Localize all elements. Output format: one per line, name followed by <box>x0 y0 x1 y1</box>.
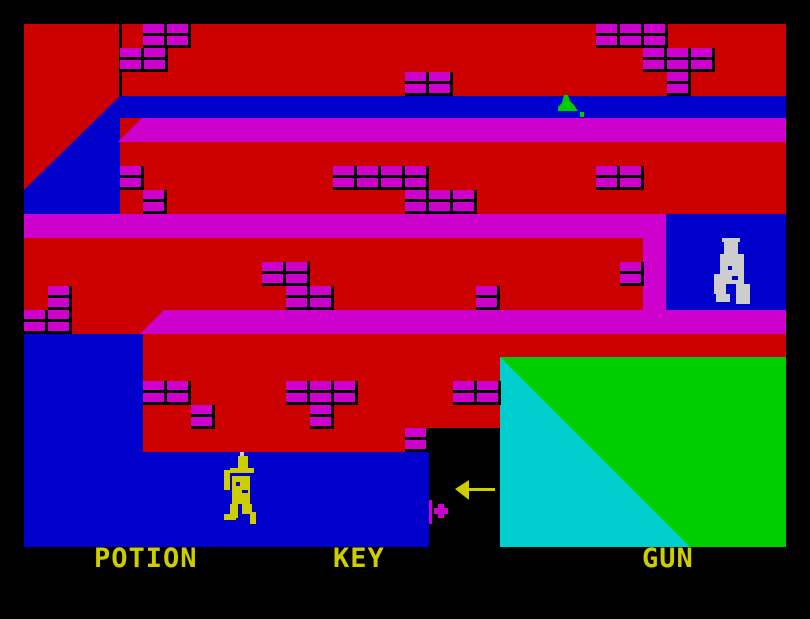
brick <box>143 190 167 214</box>
brick <box>453 381 501 405</box>
brick <box>405 190 477 214</box>
brick <box>596 24 668 48</box>
brick <box>24 310 72 334</box>
brick <box>48 286 72 310</box>
brick <box>120 166 144 190</box>
left-blue-wall <box>24 334 143 547</box>
lower-ledge <box>166 310 786 334</box>
brick <box>620 262 644 286</box>
brick <box>405 428 429 452</box>
ledge-corner <box>140 310 170 334</box>
arrow-projectile <box>455 480 495 500</box>
brick <box>667 72 691 96</box>
upper-ledge <box>142 118 786 142</box>
brick <box>286 286 334 310</box>
brick <box>143 381 191 405</box>
stair-diagonal <box>24 96 120 214</box>
brick <box>333 166 429 190</box>
door-key-post <box>429 500 432 524</box>
inventory-slot-key: KEY <box>333 543 385 574</box>
brick <box>191 405 215 429</box>
middle-ledge <box>24 214 666 238</box>
player-knight-sprite <box>224 452 256 524</box>
ghost-creature-sprite <box>714 238 750 304</box>
brick <box>405 72 453 96</box>
brick <box>310 405 334 429</box>
brick <box>643 48 715 72</box>
cyan-slope <box>500 357 690 547</box>
green-witch-sprite <box>558 95 584 117</box>
brick <box>286 381 358 405</box>
inventory-slot-potion: POTION <box>94 543 198 574</box>
brick <box>120 48 168 72</box>
brick <box>596 166 644 190</box>
ledge-post <box>643 214 666 310</box>
brick <box>262 262 310 286</box>
brick <box>143 24 191 48</box>
ground-floor <box>143 452 429 547</box>
upper-corridor-floor <box>120 96 786 118</box>
brick <box>476 286 500 310</box>
magenta-gem-item[interactable] <box>434 504 448 518</box>
inventory-slot-gun: GUN <box>642 543 694 574</box>
ledge-corner <box>118 118 148 142</box>
